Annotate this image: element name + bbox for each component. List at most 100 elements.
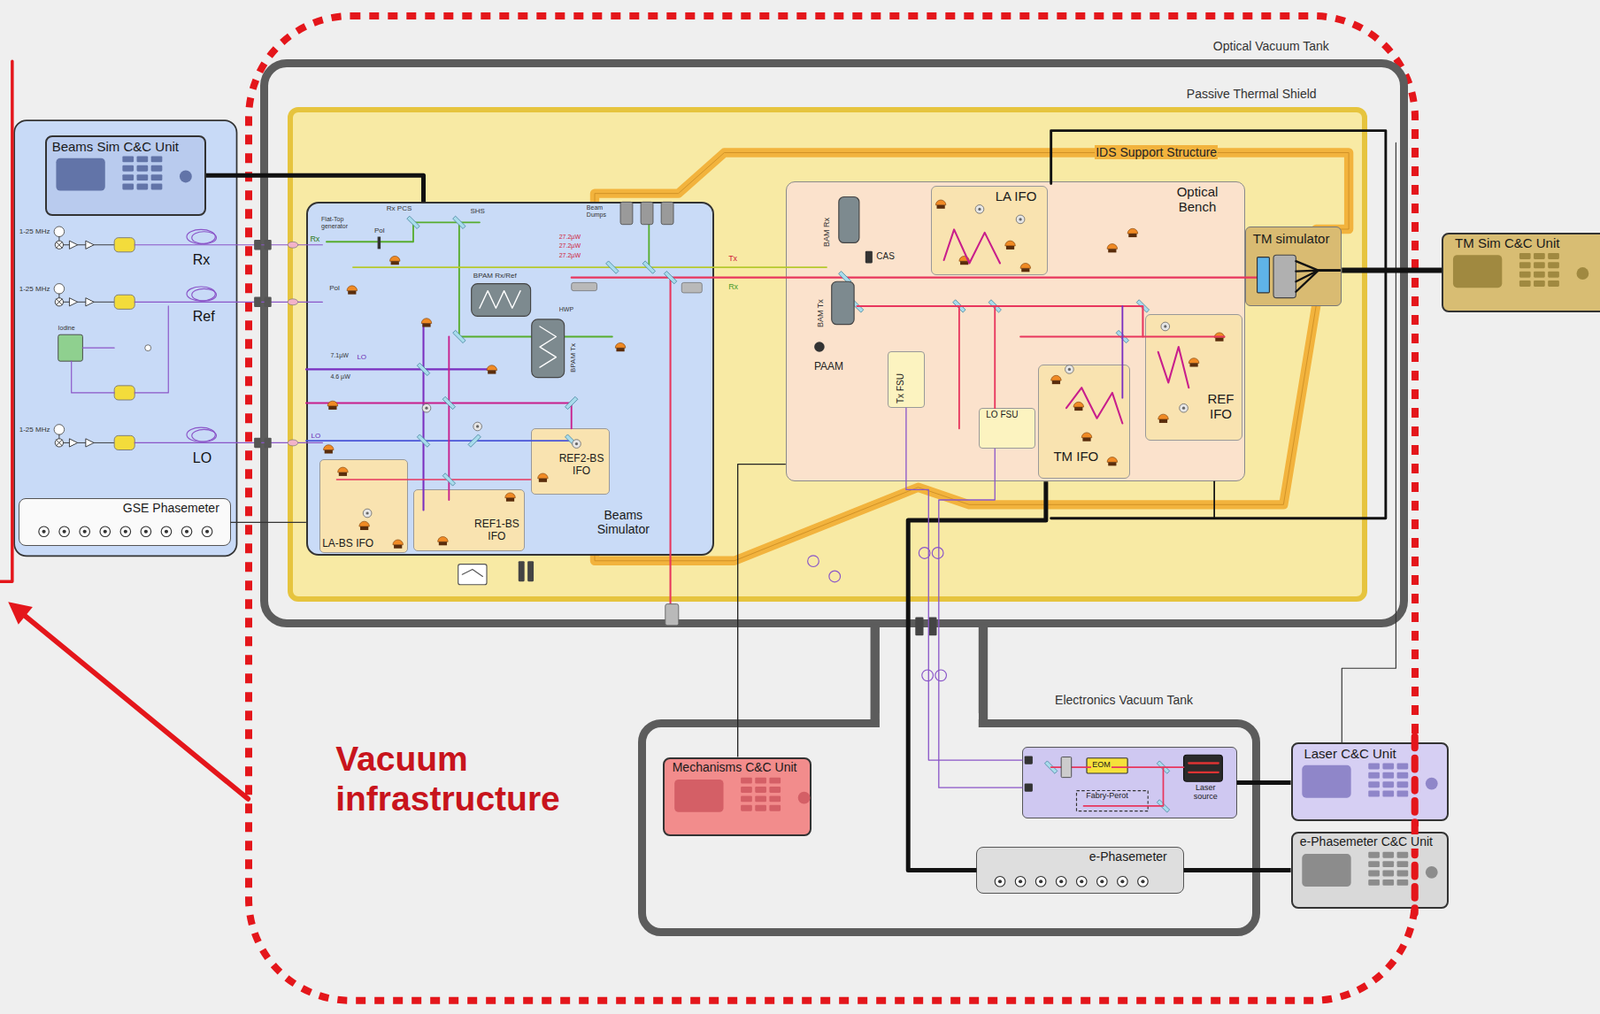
- knob-icon: [1425, 777, 1439, 791]
- part-label: 1-25 MHz: [18, 425, 52, 434]
- photodiode-symbol: [392, 539, 404, 549]
- photodiode-symbol: [1051, 375, 1062, 385]
- button-icon: [1547, 271, 1560, 278]
- photodiode-symbol: [360, 526, 369, 531]
- node-label: e-Phasemeter: [1088, 849, 1169, 864]
- screen-icon: [1301, 853, 1351, 887]
- button-icon: [1397, 772, 1409, 779]
- photodiode-symbol: [323, 445, 335, 451]
- beam-line: [459, 222, 613, 337]
- photodiode-symbol: [393, 545, 402, 549]
- mixer-symbol: [54, 240, 63, 249]
- photodiode-symbol: [1005, 240, 1016, 250]
- mount-symbol: [362, 508, 372, 518]
- coupler-symbol: [287, 299, 299, 306]
- amplifier-symbol: [85, 298, 94, 307]
- connector-socket: [994, 876, 1006, 887]
- tank-opening: [879, 713, 979, 728]
- button-icon: [754, 805, 767, 812]
- thermal-shield: Passive Thermal ShieldIDS Support Struct…: [287, 107, 1368, 602]
- fiber-coil: [192, 288, 217, 301]
- laser-source-symbol: [1188, 771, 1218, 774]
- pointer-arrow: [25, 615, 248, 799]
- connector-socket: [38, 526, 50, 538]
- button-icon: [1533, 280, 1546, 287]
- connector-socket: [123, 530, 128, 534]
- button-icon: [769, 795, 781, 802]
- photodiode-symbol: [1082, 438, 1091, 442]
- beam-line: [571, 276, 1258, 279]
- mount-symbol: [422, 403, 431, 413]
- mechanism-symbol: [471, 284, 531, 317]
- cable-line: [1184, 868, 1292, 873]
- node-label: Fabry-Perot: [1084, 791, 1130, 800]
- mirror-symbol: [407, 215, 420, 229]
- photodiode-symbol: [1020, 262, 1031, 272]
- photodiode-symbol: [615, 342, 626, 352]
- node-label: REF IFO: [1202, 391, 1239, 423]
- connector-socket: [1038, 879, 1043, 884]
- photodiode-symbol: [421, 318, 432, 324]
- button-icon: [1368, 870, 1380, 877]
- connector-symbol: [1273, 254, 1296, 298]
- button-icon: [1397, 791, 1409, 798]
- connector-socket: [1055, 876, 1067, 887]
- photodiode-symbol: [347, 291, 356, 295]
- knob-icon: [179, 170, 193, 184]
- connector-socket: [1138, 876, 1149, 887]
- mount-symbol: [1161, 322, 1170, 331]
- photodiode-symbol: [960, 261, 969, 265]
- node-label: Optical Vacuum Tank: [1212, 38, 1331, 54]
- part-label: SHS: [469, 207, 485, 216]
- button-icon: [1382, 781, 1394, 788]
- beam-dump: [620, 201, 633, 224]
- signal-line: [58, 293, 60, 299]
- component-box: [571, 282, 598, 291]
- button-icon: [1397, 781, 1409, 788]
- signal-line: [77, 244, 86, 246]
- fiber-coil: [186, 229, 216, 244]
- part-label: LO: [355, 353, 368, 362]
- phasemeter-box: e-Phasemeter: [976, 846, 1184, 894]
- photodiode-symbol: [1074, 407, 1083, 411]
- signal-line: [58, 434, 60, 439]
- amplifier-symbol: [85, 438, 94, 447]
- signal-line: [93, 301, 115, 303]
- background-group: [0, 61, 238, 582]
- photodiode-symbol: [338, 467, 349, 473]
- part-label: Flat-Top generator: [320, 215, 362, 231]
- part-label: CAS: [875, 251, 896, 262]
- photodiode-symbol: [1005, 240, 1016, 247]
- connector-socket: [103, 530, 108, 534]
- photodiode-symbol: [338, 472, 347, 477]
- ifo-box: LA-BS IFO: [319, 459, 408, 554]
- mount-symbol: [1065, 365, 1075, 375]
- node-label: Laser source: [1184, 783, 1226, 802]
- node-label: LO FSU: [984, 409, 1019, 421]
- photodiode-symbol: [1214, 332, 1225, 339]
- test-mass-symbol: [1257, 257, 1270, 293]
- node-label: EOM: [1091, 760, 1112, 770]
- laser-source-symbol: [1188, 761, 1218, 764]
- connector-socket: [1059, 879, 1063, 884]
- node-label: e-Phasemeter C&C Unit: [1299, 834, 1434, 849]
- button-icon: [1382, 870, 1394, 877]
- mirror-symbol: [453, 330, 466, 343]
- photodiode-symbol: [615, 342, 626, 348]
- laser-icon: [114, 294, 135, 309]
- photodiode-symbol: [1127, 228, 1139, 238]
- node-label: Beams Sim C&C Unit: [51, 138, 180, 154]
- button-icon: [122, 174, 134, 181]
- fiber-line: [71, 361, 115, 393]
- button-icon: [122, 165, 134, 172]
- part-label: BAM Rx: [822, 216, 831, 248]
- ifo-box: REF IFO: [1145, 314, 1243, 441]
- beam-line: [669, 277, 672, 611]
- mirror-symbol: [1156, 761, 1170, 774]
- screen-icon: [1301, 765, 1351, 799]
- control-unit: Beams Sim C&C Unit: [45, 135, 207, 216]
- mechanism-symbol: [531, 319, 565, 378]
- photodiode-symbol: [1073, 401, 1085, 411]
- connector-socket: [1097, 876, 1108, 887]
